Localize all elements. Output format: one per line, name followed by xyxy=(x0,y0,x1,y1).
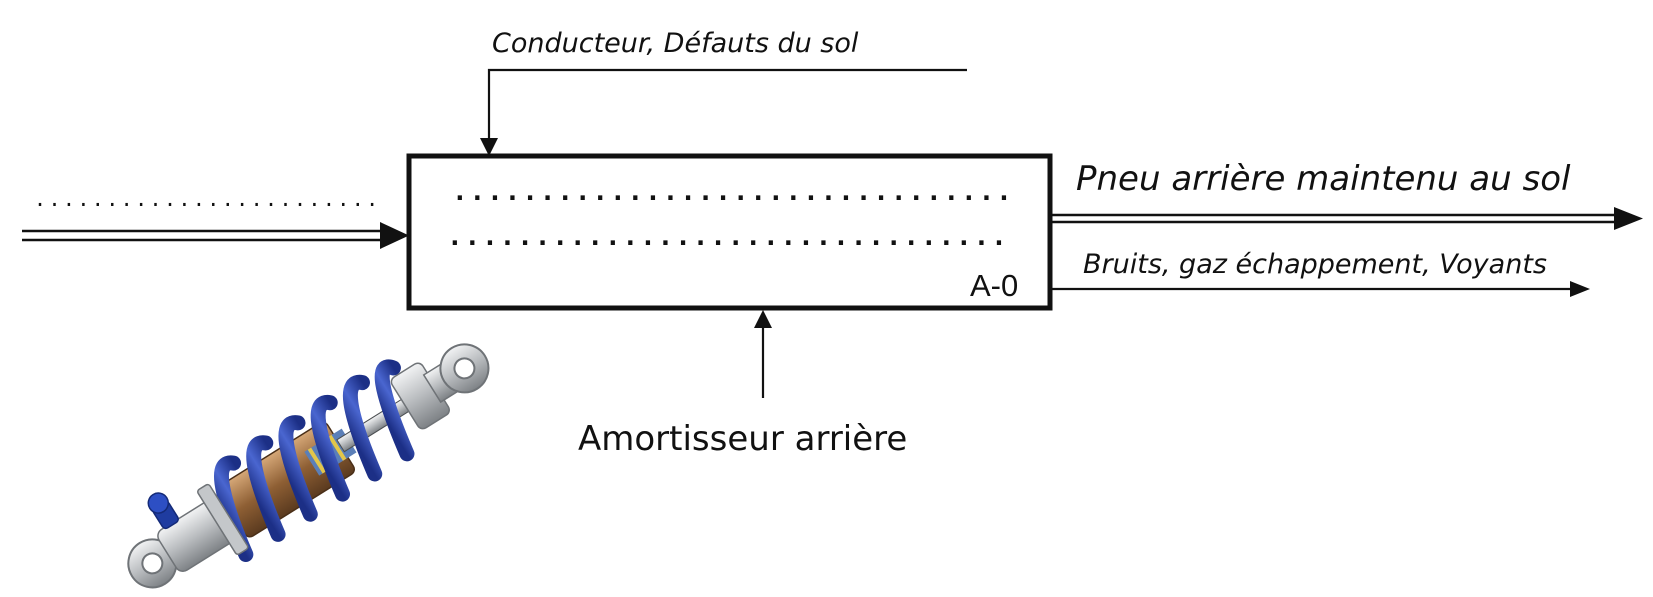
input-arrow xyxy=(22,222,409,249)
function-placeholder-line-1: ........................................… xyxy=(452,179,1008,205)
output-arrow-main xyxy=(1052,207,1643,230)
upper-eye-mount xyxy=(422,343,490,404)
shock-absorber-illustration xyxy=(127,343,490,589)
mechanism-label: Amortisseur arrière xyxy=(578,419,908,459)
control-arrow xyxy=(480,68,967,156)
output-arrow-secondary xyxy=(1052,281,1590,297)
mechanism-arrow xyxy=(754,310,772,398)
adjuster-knob xyxy=(147,492,179,530)
box-id-label: A-0 xyxy=(970,268,1019,303)
output-secondary-label: Bruits, gaz échappement, Voyants xyxy=(1083,249,1547,280)
input-label-placeholder: ...........................…... xyxy=(34,189,376,209)
function-box xyxy=(406,153,1053,311)
output-main-label: Pneu arrière maintenu au sol xyxy=(1076,159,1571,199)
control-label: Conducteur, Défauts du sol xyxy=(492,28,859,59)
function-placeholder-line-2: ........................................… xyxy=(447,224,1014,250)
